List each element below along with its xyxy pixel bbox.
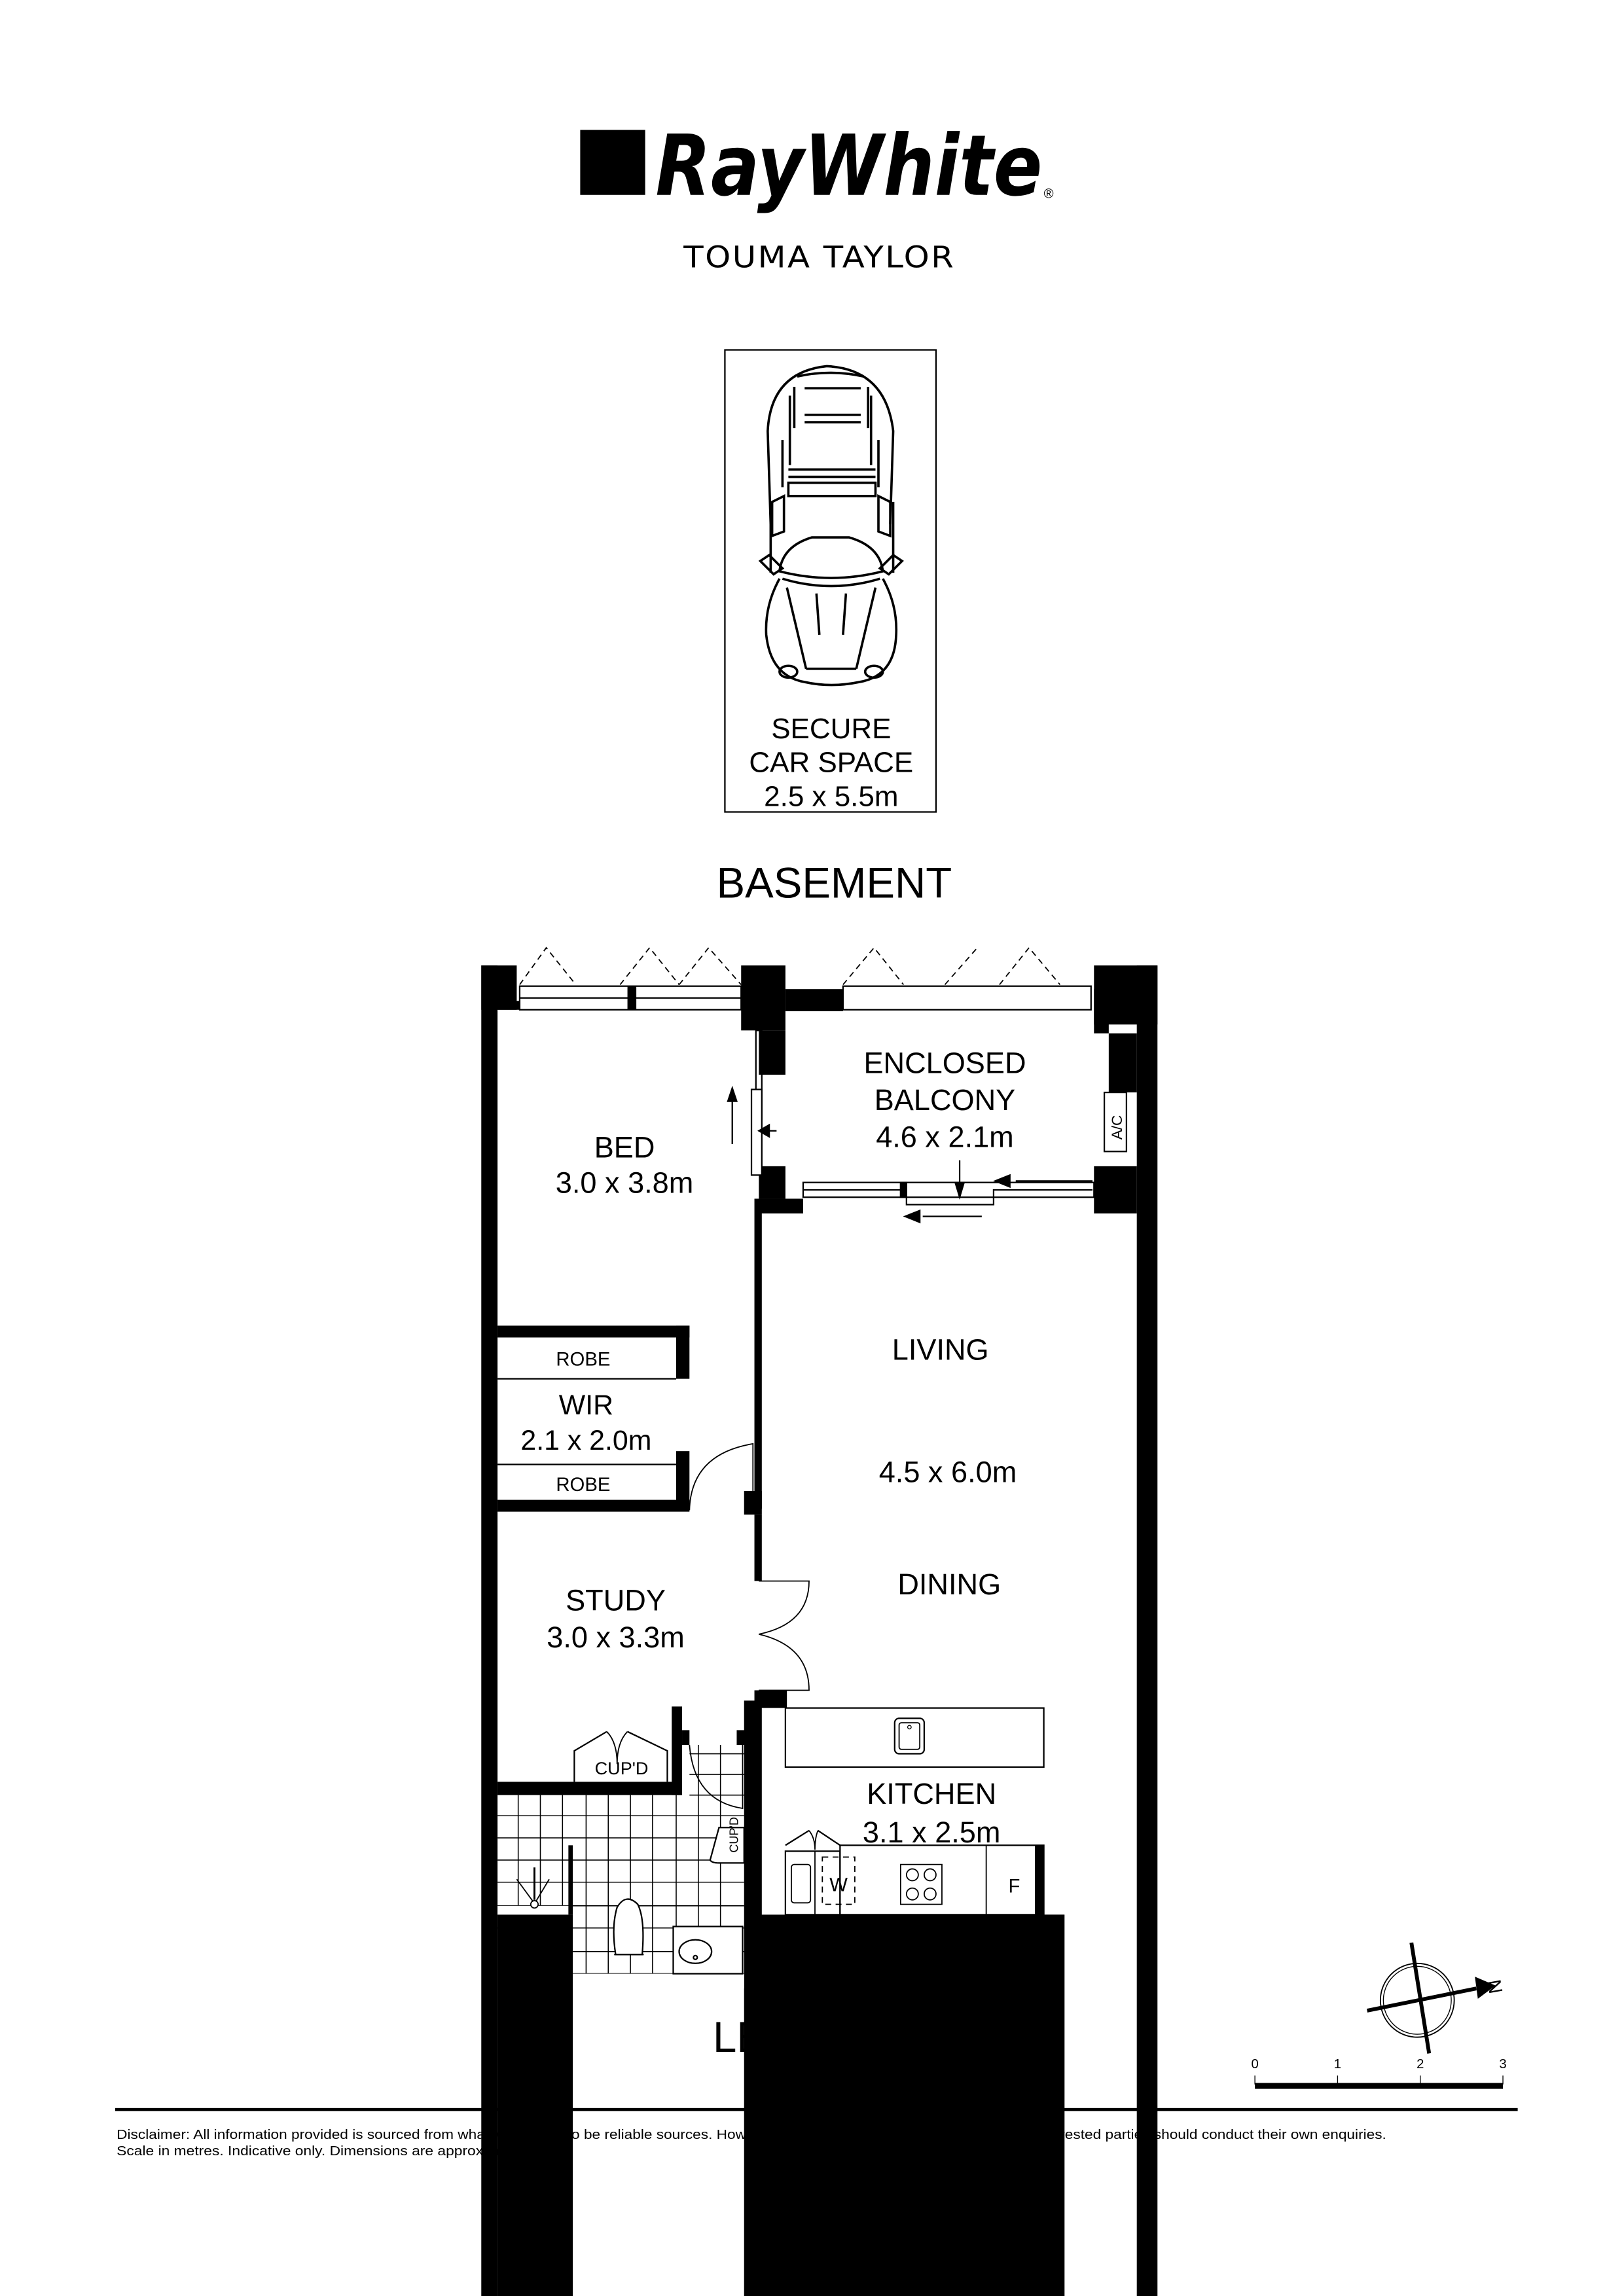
bed-name: BED [594,1130,655,1164]
ray-white-logo: RayWhite ® [580,118,1054,215]
level-two-plan: A/C [481,946,1158,2296]
car-space-outline [724,349,937,813]
kitchen-bench: W F [754,1829,1065,2296]
scale-tick-2: 2 [1416,2057,1424,2072]
wir-name: WIR [559,1390,613,1421]
robe-bottom-label: ROBE [556,1474,610,1496]
living-dimensions: 4.5 x 6.0m [879,1456,1017,1489]
car-space-dimensions: 2.5 x 5.5m [764,781,898,813]
kitchen-dimensions: 3.1 x 2.5m [863,1816,1001,1849]
north-label: N [1483,1978,1507,1996]
room-study: STUDY 3.0 x 3.3m [547,1584,685,1654]
study-cupboard-label: CUP'D [595,1759,649,1778]
robe-top-label: ROBE [556,1348,610,1370]
office-name: TOUMA TAYLOR [683,240,955,274]
balcony-dimensions: 4.6 x 2.1m [876,1121,1014,1154]
car-space-label-line1: SECURE [771,713,891,745]
level-two-title: LEVEL TWO [713,2013,956,2061]
washer: W [821,1856,856,1905]
brand-name: RayWhite [655,118,1042,215]
wir-dimensions: 2.1 x 2.0m [520,1425,651,1456]
toilet-icon [613,1898,644,1956]
living-name: LIVING [892,1333,989,1366]
registered-mark: ® [1044,187,1054,201]
basement-title: BASEMENT [716,859,952,906]
study-living-double-door [759,1580,810,1691]
north-compass-icon: N [1366,1942,1507,2054]
scale-bar: 0 1 2 3 [1251,2057,1507,2089]
car-space-label-line2: CAR SPACE [749,747,913,779]
bath-cupboard: CUP'D [709,1817,745,1864]
bath-cupboard-label: CUP'D [728,1817,741,1853]
wir-walls [497,1325,754,1512]
bed-dimensions: 3.0 x 3.8m [556,1166,694,1199]
shower [497,1845,744,2296]
scale-tick-0: 0 [1251,2057,1258,2072]
wall-east [1136,965,1158,2296]
logo-square-icon [580,130,645,195]
balcony-name-line1: ENCLOSED [863,1047,1026,1080]
room-living-dining: LIVING 4.5 x 6.0m DINING [879,1333,1017,1601]
basin-icon [672,1926,744,1975]
bed-window [518,946,742,1011]
dining-name: DINING [897,1568,1001,1601]
disclaimer-line1: Disclaimer: All information provided is … [117,2127,1386,2142]
column-center [741,965,785,1031]
car-icon [758,365,904,687]
footer-rule [115,2108,1518,2111]
scale-tick-3: 3 [1499,2057,1506,2072]
ac-unit: A/C [1103,1091,1128,1153]
cooktop-icon [899,1863,943,1905]
scale-tick-1: 1 [1334,2057,1341,2072]
wall-west [481,965,498,2296]
ac-label: A/C [1109,1115,1125,1140]
study-name: STUDY [566,1584,666,1617]
room-bed: BED 3.0 x 3.8m [556,1130,694,1199]
room-wir: ROBE WIR 2.1 x 2.0m ROBE [520,1348,651,1496]
wall-bed-living [754,1198,762,1509]
room-kitchen: KITCHEN 3.1 x 2.5m [863,1777,1001,1849]
bed-balcony-sliding-door [727,1030,777,1176]
disclaimer-line2: Scale in metres. Indicative only. Dimens… [117,2144,520,2159]
car-space: SECURE CAR SPACE 2.5 x 5.5m [724,349,937,813]
washer-label: W [829,1874,848,1895]
room-enclosed-balcony: ENCLOSED BALCONY 4.6 x 2.1m [863,1047,1026,1154]
kitchen-name: KITCHEN [867,1777,996,1810]
balcony-window [842,946,1092,1011]
bathroom-tiles [497,1744,744,1975]
kitchen-island [784,1707,1045,1768]
fridge-label: F [1009,1876,1020,1897]
study-dimensions: 3.0 x 3.3m [547,1621,685,1654]
balcony-living-sliding-door [802,1160,1095,1224]
study-cupboard: CUP'D [573,1731,668,1782]
balcony-name-line2: BALCONY [875,1083,1016,1117]
